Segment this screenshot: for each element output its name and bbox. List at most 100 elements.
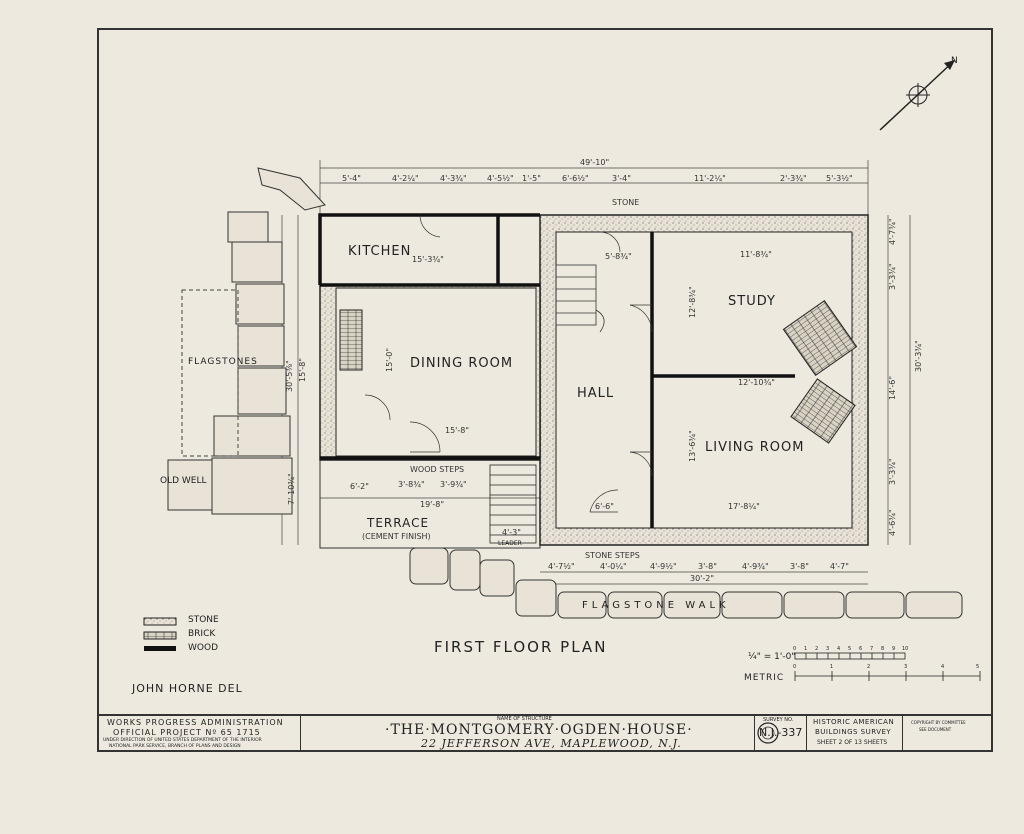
metric-tick-3: 3 — [904, 664, 908, 670]
dim-living-width: 12'-10¾" — [738, 378, 775, 387]
dim-right-2: 14'-6" — [888, 375, 897, 400]
wood-steps-label: WOOD STEPS — [410, 465, 465, 474]
dim-top-8: 2'-3¾" — [780, 174, 807, 183]
room-living: LIVING ROOM — [705, 440, 805, 455]
seal-icon — [757, 722, 779, 744]
sheet-info: SHEET 2 OF 13 SHEETS — [817, 739, 888, 746]
dim-dining-height: 15'-0" — [385, 347, 394, 372]
scale-tick-10: 10 — [902, 646, 909, 652]
dim-bottom-3: 3'-8" — [698, 562, 717, 571]
metric-tick-1: 1 — [830, 664, 834, 670]
stone-wall-left — [167, 167, 326, 515]
title-block-habs: HISTORIC AMERICAN BUILDINGS SURVEY SHEET… — [807, 716, 903, 752]
legend-brick-label: BRICK — [188, 629, 216, 639]
dim-bottom-4: 4'-9¾" — [742, 562, 769, 571]
dim-kitchen-width: 15'-3¾" — [412, 255, 444, 264]
door-swings — [364, 214, 653, 513]
agency-line4: NATIONAL PARK SERVICE, BRANCH OF PLANS A… — [109, 744, 241, 749]
title-block-agency: WORKS PROGRESS ADMINISTRATION OFFICIAL P… — [99, 716, 301, 752]
dim-terrace-seg3: 3'-9¾" — [440, 480, 467, 489]
flagstones-area — [181, 289, 239, 457]
structure-name: ·THE·MONTGOMERY·OGDEN·HOUSE· — [385, 722, 693, 738]
legend-stone-label: STONE — [188, 615, 219, 625]
dim-left-height: 30'-5⅜" — [285, 360, 294, 392]
dim-top-9: 5'-3½" — [826, 174, 853, 183]
copyright-line1: COPYRIGHT BY COMMITTEE — [911, 720, 966, 725]
name-caption: NAME OF STRUCTURE — [497, 716, 552, 722]
metric-tick-0: 0 — [793, 664, 797, 670]
wood-steps — [489, 464, 537, 544]
terrace-note: (CEMENT FINISH) — [362, 532, 431, 541]
legend-brick-swatch — [143, 631, 177, 640]
hall-stair — [555, 264, 605, 333]
leader-label: LEADER — [498, 540, 522, 547]
structure-address: 22 JEFFERSON AVE, MAPLEWOOD, N.J. — [421, 737, 682, 750]
stone-top-label: STONE — [612, 198, 640, 207]
scale-tick-3: 3 — [826, 646, 830, 652]
dim-hall-width: 6'-6" — [595, 502, 614, 511]
title-block: WORKS PROGRESS ADMINISTRATION OFFICIAL P… — [99, 714, 991, 752]
scale-tick-4: 4 — [837, 646, 841, 652]
dim-hall-kitchen: 5'-8¾" — [605, 252, 632, 261]
scale-imperial-label: ¼" = 1'-0" — [748, 652, 796, 662]
habs-line1: HISTORIC AMERICAN — [813, 718, 895, 726]
survey-caption: SURVEY NO. — [763, 717, 794, 723]
flagstone-walk-label: FLAGSTONE WALK — [582, 600, 730, 611]
dim-bottom-5: 3'-8" — [790, 562, 809, 571]
agency-line1: WORKS PROGRESS ADMINISTRATION — [107, 718, 284, 727]
dim-bottom-6: 4'-7" — [830, 562, 849, 571]
dim-top-6: 3'-4" — [612, 174, 631, 183]
dim-top-1: 4'-2¼" — [392, 174, 419, 183]
flagstones-label: FLAGSTONES — [188, 357, 258, 367]
scale-tick-0: 0 — [793, 646, 797, 652]
dim-dining-width: 15'-8" — [445, 426, 470, 435]
agency-line2: OFFICIAL PROJECT Nº 65 1715 — [113, 728, 261, 737]
plan-title: FIRST FLOOR PLAN — [434, 638, 608, 656]
dim-right-3: 3'-3¾" — [888, 458, 897, 485]
scale-tick-5: 5 — [848, 646, 852, 652]
dim-left-bottom: 7'-10¾" — [287, 473, 296, 505]
north-arrow-icon — [879, 59, 956, 131]
dim-bottom-2: 4'-9½" — [650, 562, 677, 571]
scale-tick-7: 7 — [870, 646, 874, 652]
survey-number: N.J.-337 — [759, 726, 803, 739]
delineator: JOHN HORNE DEL — [132, 682, 243, 695]
flagstone-walk — [409, 547, 963, 619]
dim-top-7: 11'-2¼" — [694, 174, 726, 183]
habs-line2: BUILDINGS SURVEY — [815, 728, 892, 736]
dim-study-height: 12'-8¾" — [688, 286, 697, 318]
dim-right-overall: 30'-3¾" — [914, 340, 923, 372]
scale-metric-label: METRIC — [744, 673, 785, 683]
metric-tick-2: 2 — [867, 664, 871, 670]
old-well-label: OLD WELL — [160, 476, 207, 486]
drawing-border — [97, 28, 993, 752]
metric-tick-4: 4 — [941, 664, 945, 670]
dim-terrace-width: 19'-8" — [420, 500, 445, 509]
legend-wood-swatch — [144, 646, 176, 651]
room-dining: DINING ROOM — [410, 356, 514, 371]
dim-top-3: 4'-5½" — [487, 174, 514, 183]
room-hall: HALL — [577, 386, 615, 401]
title-block-survey: SURVEY NO. N.J.-337 — [755, 716, 807, 752]
scale-tick-1: 1 — [804, 646, 808, 652]
dim-top-5: 6'-6½" — [562, 174, 589, 183]
agency-line3: UNDER DIRECTION OF UNITED STATES DEPARTM… — [103, 738, 262, 743]
dim-right-4: 4'-6¾" — [888, 509, 897, 536]
title-block-copyright: COPYRIGHT BY COMMITTEE SEE DOCUMENT — [903, 716, 991, 752]
dim-top-4: 1'-5" — [522, 174, 541, 183]
room-study: STUDY — [728, 294, 776, 309]
metric-tick-5: 5 — [976, 664, 980, 670]
scale-bars — [794, 652, 981, 681]
legend-wood-label: WOOD — [188, 643, 218, 653]
dim-bottom-1: 4'-0¼" — [600, 562, 627, 571]
dim-study-width: 11'-8¾" — [740, 250, 772, 259]
legend-stone-swatch — [143, 617, 177, 626]
dim-living-length: 17'-8¼" — [728, 502, 760, 511]
dim-bottom-0: 4'-7½" — [548, 562, 575, 571]
scale-tick-2: 2 — [815, 646, 819, 652]
room-terrace: TERRACE — [367, 516, 430, 530]
dim-leader-width: 4'-3" — [502, 528, 521, 537]
dim-living-height: 13'-6¾" — [688, 430, 697, 462]
scale-tick-9: 9 — [892, 646, 896, 652]
